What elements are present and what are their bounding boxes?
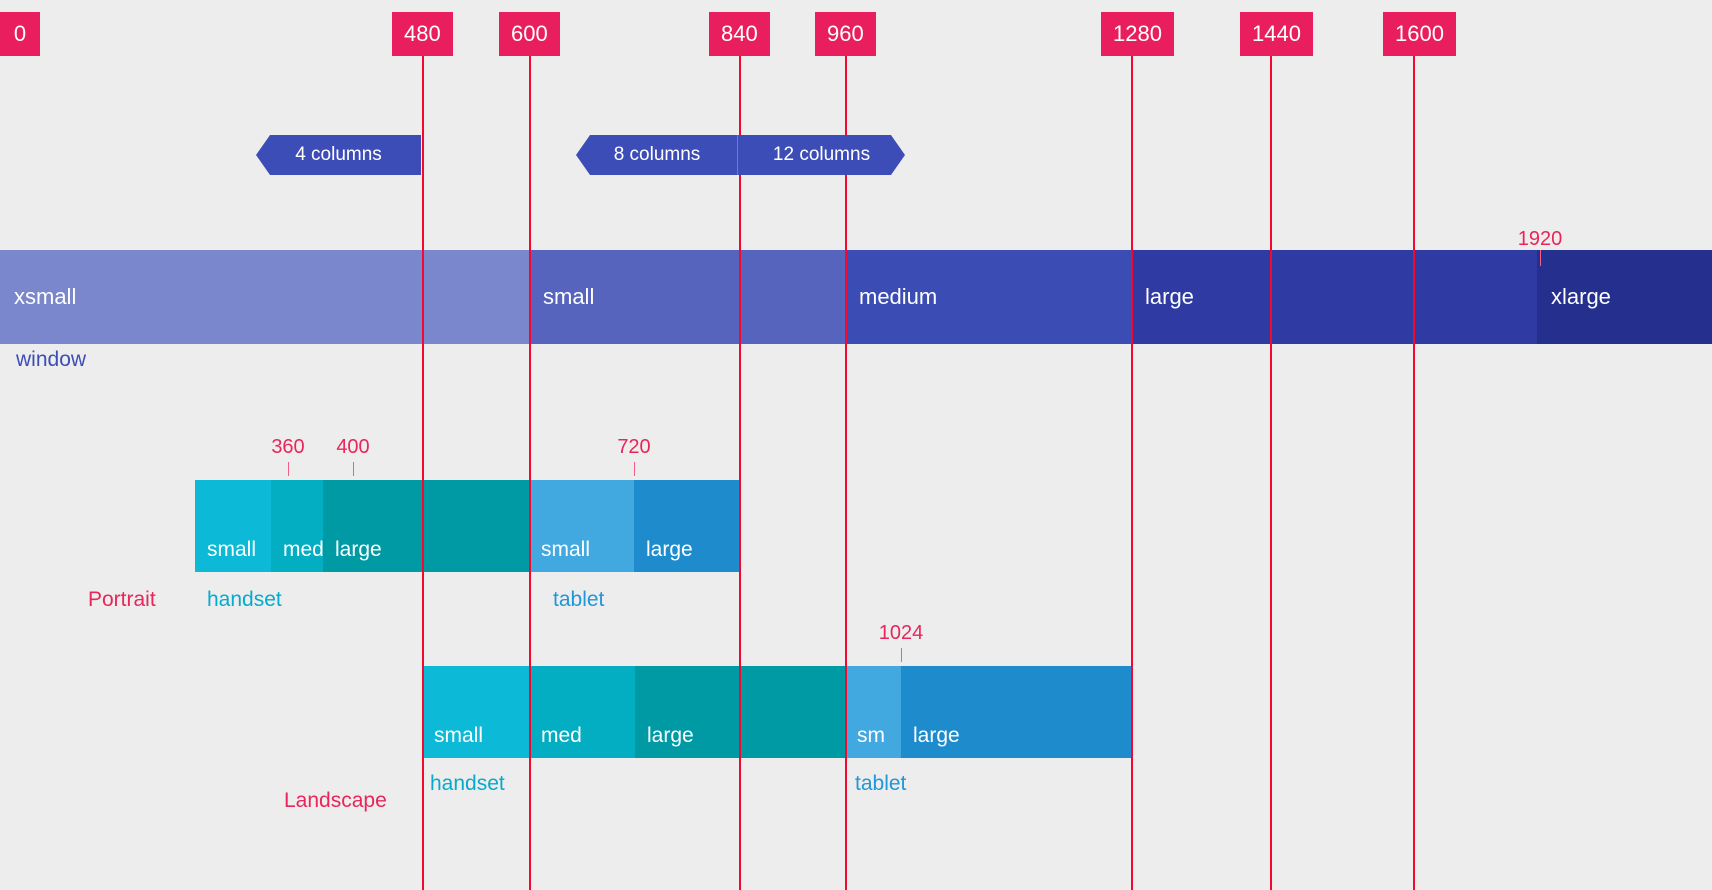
device-segment-handset-filler <box>739 666 845 758</box>
device-tick-360: 360 <box>228 436 348 476</box>
breakpoint-rule-600 <box>529 48 531 890</box>
landscape-device-bar: small med large sm large <box>0 666 1712 758</box>
breakpoint-chip-1280[interactable]: 1280 <box>1101 12 1174 56</box>
window-band-label: window <box>16 348 87 371</box>
breakpoint-chip-840[interactable]: 840 <box>709 12 770 56</box>
device-type-label-handset: handset <box>207 588 282 611</box>
window-size-band: xsmall small medium large xlarge <box>0 250 1712 344</box>
device-segment-label: med <box>283 538 324 561</box>
breakpoint-rule-1440 <box>1270 48 1272 890</box>
window-segment-xsmall: xsmall <box>0 250 529 344</box>
breakpoint-rule-840 <box>739 48 741 890</box>
device-segment-tablet-large: large <box>901 666 1131 758</box>
device-segment-handset-small: small <box>422 666 529 758</box>
breakpoint-rule-1280 <box>1131 48 1133 890</box>
device-tick-label: 400 <box>336 436 370 458</box>
window-segment-label: small <box>543 284 595 309</box>
device-tick-label: 1024 <box>878 622 924 644</box>
window-segment-label: large <box>1145 284 1194 309</box>
window-segment-small: small <box>529 250 845 344</box>
breakpoint-chip-480[interactable]: 480 <box>392 12 453 56</box>
device-tick-line <box>634 462 635 476</box>
device-tick-label: 720 <box>617 436 651 458</box>
device-segment-label: sm <box>857 724 885 747</box>
device-segment-label: small <box>207 538 257 561</box>
window-segment-label: medium <box>859 284 938 309</box>
device-tick-720: 720 <box>574 436 694 476</box>
device-tick-line <box>288 462 289 476</box>
device-segment-tablet-sm: sm <box>845 666 901 758</box>
device-tick-line <box>353 462 354 476</box>
window-tick-1920: 1920 <box>1480 228 1600 266</box>
window-segment-label: xsmall <box>14 284 77 309</box>
breakpoint-chip-960[interactable]: 960 <box>815 12 876 56</box>
window-segment-medium: medium <box>845 250 1131 344</box>
column-badge-12-columns[interactable]: 12 columns <box>738 135 905 175</box>
breakpoint-chip-1600[interactable]: 1600 <box>1383 12 1456 56</box>
breakpoint-rule-480 <box>422 48 424 890</box>
window-segment-label: xlarge <box>1551 284 1611 309</box>
window-segment-large: large <box>1131 250 1537 344</box>
breakpoint-chip-1440[interactable]: 1440 <box>1240 12 1313 56</box>
device-segment-label: large <box>647 724 694 747</box>
device-segment-handset-large: large <box>635 666 739 758</box>
breakpoint-chip-600[interactable]: 600 <box>499 12 560 56</box>
device-segment-handset-med: med <box>271 480 324 572</box>
breakpoint-rule-1600 <box>1413 48 1415 890</box>
landscape-orientation-label: Landscape <box>284 789 387 812</box>
device-segment-label: large <box>335 538 382 561</box>
device-segment-label: small <box>434 724 484 747</box>
column-badge-8-columns[interactable]: 8 columns <box>576 135 738 175</box>
device-segment-label: large <box>646 538 693 561</box>
window-tick-label: 1920 <box>1517 228 1563 250</box>
breakpoint-rule-960 <box>845 48 847 890</box>
portrait-device-bar: small med large small large <box>0 480 1712 572</box>
device-tick-label: 360 <box>271 436 305 458</box>
device-segment-handset-small: small <box>195 480 271 572</box>
window-tick-line <box>1540 250 1541 266</box>
device-segment-label: large <box>913 724 960 747</box>
device-type-label-tablet: tablet <box>553 588 605 611</box>
column-badge-4-columns[interactable]: 4 columns <box>256 135 421 175</box>
breakpoint-chip-0[interactable]: 0 <box>0 12 40 56</box>
device-segment-tablet-small: small <box>529 480 634 572</box>
device-segment-tablet-large: large <box>634 480 739 572</box>
device-segment-label: med <box>541 724 582 747</box>
portrait-orientation-label: Portrait <box>88 588 156 611</box>
device-segment-handset-filler <box>391 480 529 572</box>
device-tick-1024: 1024 <box>841 622 961 662</box>
device-segment-label: small <box>541 538 591 561</box>
device-tick-line <box>901 648 902 662</box>
device-tick-400: 400 <box>293 436 413 476</box>
device-type-label-handset: handset <box>430 772 505 795</box>
window-segment-xlarge: xlarge <box>1537 250 1712 344</box>
device-segment-handset-med: med <box>529 666 635 758</box>
device-segment-handset-large: large <box>323 480 391 572</box>
column-badge-divider <box>737 135 738 175</box>
device-type-label-tablet: tablet <box>855 772 907 795</box>
